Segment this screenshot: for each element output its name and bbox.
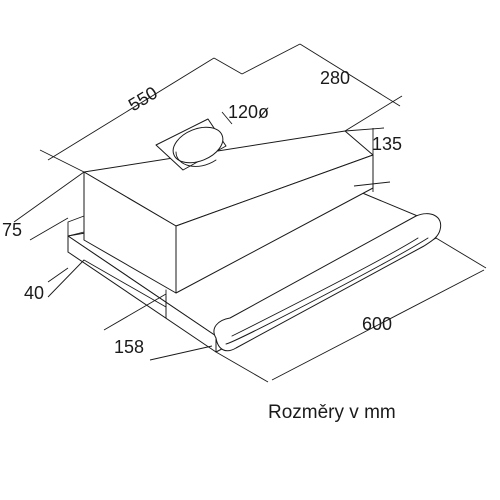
caption: Rozměry v mm [268, 402, 396, 423]
duct-collar [155, 118, 227, 171]
dim-550-label: 550 [125, 83, 161, 116]
dim-135: 135 [344, 127, 402, 192]
dim-135-label: 135 [372, 134, 402, 154]
dim-75-label: 75 [2, 220, 22, 240]
dim-600-label: 600 [362, 314, 392, 334]
dim-158-label: 158 [114, 337, 144, 357]
dim-280-label: 280 [320, 68, 350, 88]
dim-120: 120ø [221, 102, 269, 125]
dim-40-label: 40 [24, 283, 44, 303]
dim-280: 280 [241, 43, 403, 132]
handle-bar [213, 213, 442, 352]
dim-75: 75 [2, 171, 85, 241]
dim-40: 40 [24, 259, 85, 303]
dim-600: 600 [215, 237, 487, 383]
dim-158: 158 [103, 293, 213, 361]
dim-120-label: 120ø [228, 102, 269, 122]
hood-body [83, 130, 374, 294]
